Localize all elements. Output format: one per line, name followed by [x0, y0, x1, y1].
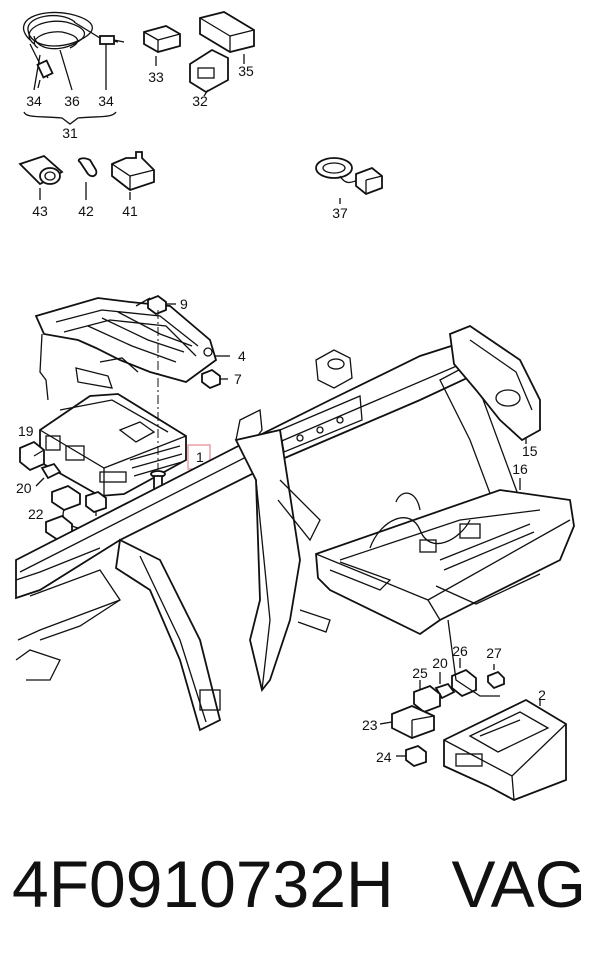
callout-22: 22	[28, 506, 44, 522]
callout-41: 41	[122, 203, 138, 219]
connector-25	[413, 680, 441, 714]
ring-connector-37	[315, 157, 383, 204]
connector-35	[199, 11, 255, 64]
callout-20-left: 20	[16, 480, 32, 496]
callout-19: 19	[18, 423, 34, 439]
callout-32: 32	[192, 93, 208, 109]
callout-24: 24	[376, 749, 392, 765]
plug-42	[77, 157, 98, 200]
support-struts	[115, 428, 331, 732]
connector-27	[487, 664, 505, 690]
cap-43	[18, 154, 64, 200]
connector-24	[396, 744, 427, 768]
nut-7	[201, 368, 228, 390]
part-number-label: 4F0910732H	[12, 847, 394, 921]
callout-1: 1	[196, 449, 204, 465]
callout-34-left: 34	[26, 93, 42, 109]
brand-label: VAG	[451, 847, 586, 921]
side-bracket-15	[449, 324, 541, 444]
callout-34-right: 34	[98, 93, 114, 109]
callout-15: 15	[522, 443, 538, 459]
callout-35: 35	[238, 63, 254, 79]
cover-41	[111, 151, 155, 200]
group-bracket-31	[23, 111, 117, 125]
callout-33: 33	[148, 69, 164, 85]
footer-bar: 4F0910732H VAG	[0, 838, 600, 972]
callout-2: 2	[538, 687, 546, 703]
callout-25: 25	[412, 665, 428, 681]
callout-7: 7	[234, 371, 242, 387]
connector-19	[19, 440, 45, 472]
control-module-1	[39, 393, 187, 497]
coiled-cable-part	[22, 11, 125, 91]
callout-42: 42	[78, 203, 94, 219]
connector-33	[143, 25, 181, 66]
callout-36: 36	[64, 93, 80, 109]
callout-20-right: 20	[432, 655, 448, 671]
mounting-tray-16	[315, 478, 575, 636]
callout-26: 26	[452, 643, 468, 659]
callout-37: 37	[332, 205, 348, 221]
callout-16: 16	[512, 461, 528, 477]
connector-20-left	[35, 462, 62, 487]
bracket-32	[189, 48, 229, 97]
connector-23	[379, 705, 435, 739]
connector-21	[85, 490, 107, 516]
clip-9	[147, 294, 176, 316]
callout-31: 31	[62, 125, 78, 141]
callout-4: 4	[238, 348, 246, 364]
callout-27: 27	[486, 645, 502, 661]
radio-unit-2	[443, 698, 567, 801]
callout-23: 23	[362, 717, 378, 733]
mounting-bracket-4	[34, 297, 230, 401]
wire-harness	[447, 619, 500, 697]
callout-9: 9	[180, 296, 188, 312]
callout-43: 43	[32, 203, 48, 219]
